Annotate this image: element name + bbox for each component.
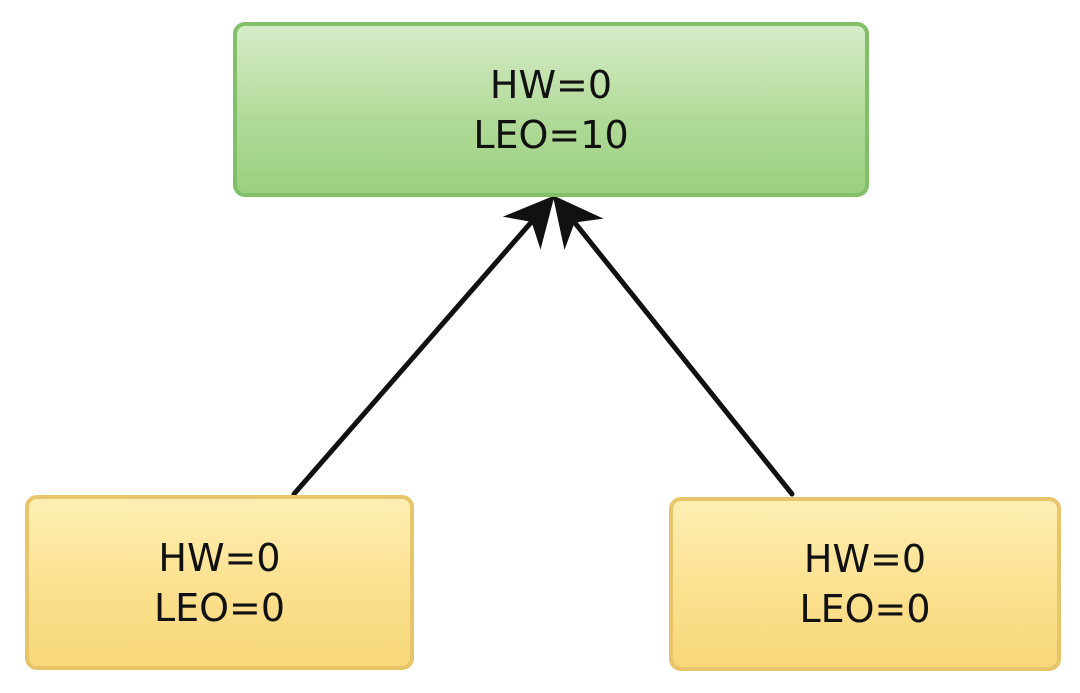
follower-2-leo-label: LEO=0 <box>799 587 931 631</box>
leader-leo-label: LEO=10 <box>473 112 629 157</box>
follower-2-hw-label: HW=0 <box>803 537 927 581</box>
follower-1-hw-label: HW=0 <box>158 535 281 580</box>
follower-1-leo-label: LEO=0 <box>153 585 286 630</box>
leader-node: HW=0 LEO=10 <box>233 22 869 197</box>
leader-hw-label: HW=0 <box>489 62 613 107</box>
follower-node-2: HW=0 LEO=0 <box>669 497 1061 671</box>
follower-node-1: HW=0 LEO=0 <box>25 495 414 670</box>
edge-follower-2-to-leader <box>552 195 795 497</box>
edge-follower-1-to-leader <box>291 195 555 497</box>
